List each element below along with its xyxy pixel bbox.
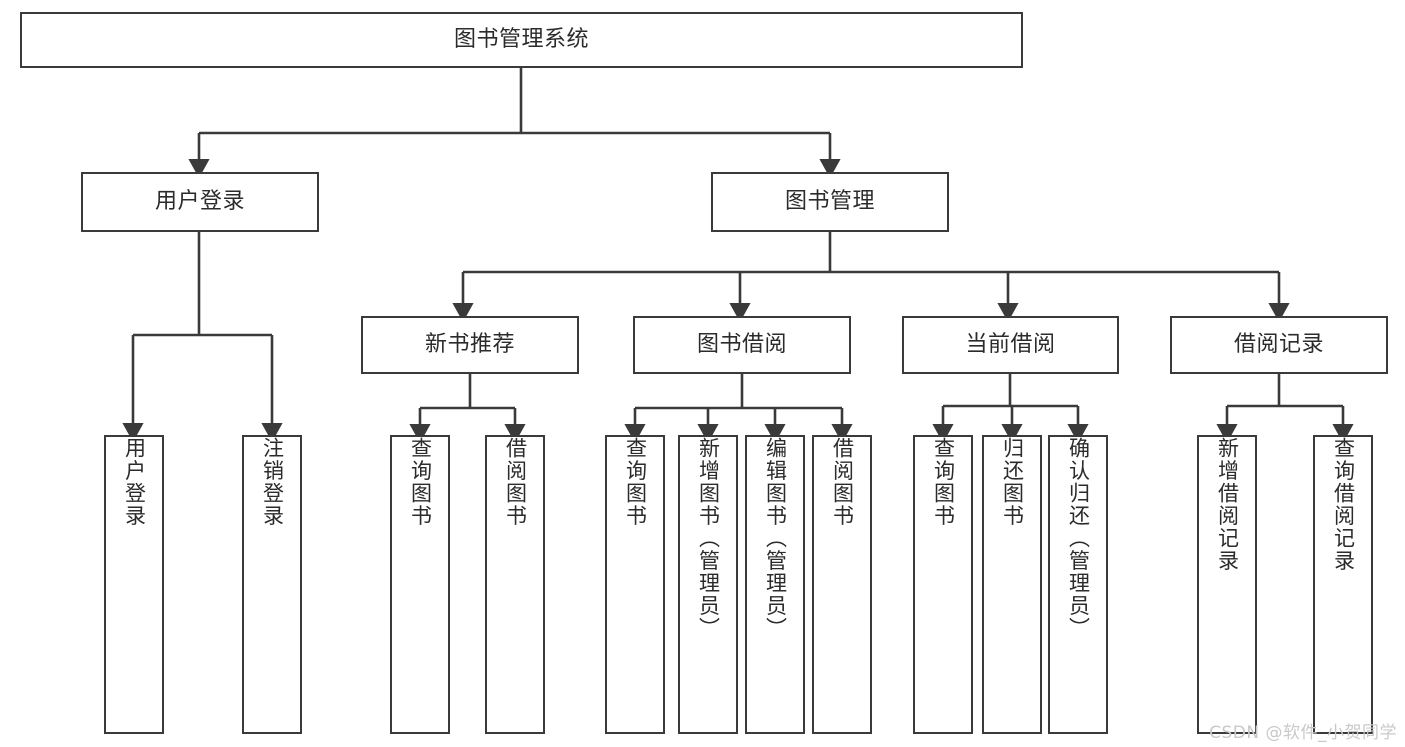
node-user-login-label: 用户登录	[154, 188, 245, 214]
node-leaf-query-book-rec-label: 查询图书	[408, 437, 433, 527]
node-leaf-borrow-book[interactable]: 借阅图书	[812, 435, 872, 734]
node-current-borrow[interactable]: 当前借阅	[902, 316, 1119, 374]
node-leaf-confirm-return-admin[interactable]: 确认归还（管理员）	[1048, 435, 1108, 734]
node-leaf-edit-book-admin-label: 编辑图书（管理员）	[763, 437, 788, 640]
node-book-borrow-label: 图书借阅	[696, 331, 787, 357]
node-leaf-add-borrow-record[interactable]: 新增借阅记录	[1197, 435, 1257, 734]
node-leaf-edit-book-admin[interactable]: 编辑图书（管理员）	[745, 435, 805, 734]
node-borrow-record-label: 借阅记录	[1233, 331, 1324, 357]
node-current-borrow-label: 当前借阅	[965, 331, 1056, 357]
node-leaf-user-logout-label: 注销登录	[260, 437, 285, 527]
node-leaf-query-book-rec[interactable]: 查询图书	[390, 435, 450, 734]
node-borrow-record[interactable]: 借阅记录	[1170, 316, 1388, 374]
node-leaf-query-borrow-record[interactable]: 查询借阅记录	[1313, 435, 1373, 734]
watermark-text: CSDN @软件_小贺同学	[1209, 723, 1397, 743]
node-book-manage-label: 图书管理	[784, 188, 875, 214]
node-leaf-borrow-book-label: 借阅图书	[830, 437, 855, 527]
node-leaf-user-logout[interactable]: 注销登录	[242, 435, 302, 734]
node-book-borrow[interactable]: 图书借阅	[633, 316, 851, 374]
node-root[interactable]: 图书管理系统	[20, 12, 1023, 68]
node-leaf-query-book-borrow[interactable]: 查询图书	[605, 435, 665, 734]
node-leaf-query-book-cur-label: 查询图书	[931, 437, 956, 527]
node-leaf-add-borrow-record-label: 新增借阅记录	[1215, 437, 1240, 572]
node-leaf-query-book-borrow-label: 查询图书	[623, 437, 648, 527]
node-leaf-borrow-book-rec-label: 借阅图书	[503, 437, 528, 527]
node-leaf-return-book[interactable]: 归还图书	[982, 435, 1042, 734]
node-leaf-borrow-book-rec[interactable]: 借阅图书	[485, 435, 545, 734]
node-leaf-user-login-label: 用户登录	[122, 437, 147, 527]
node-leaf-query-borrow-record-label: 查询借阅记录	[1331, 437, 1356, 572]
node-leaf-return-book-label: 归还图书	[1000, 437, 1025, 527]
node-leaf-add-book-admin[interactable]: 新增图书（管理员）	[678, 435, 738, 734]
node-book-manage[interactable]: 图书管理	[711, 172, 949, 232]
node-root-label: 图书管理系统	[453, 26, 589, 52]
node-user-login[interactable]: 用户登录	[81, 172, 319, 232]
node-leaf-confirm-return-admin-label: 确认归还（管理员）	[1066, 437, 1091, 640]
node-new-book-recommend[interactable]: 新书推荐	[361, 316, 579, 374]
node-leaf-query-book-cur[interactable]: 查询图书	[913, 435, 973, 734]
node-leaf-add-book-admin-label: 新增图书（管理员）	[696, 437, 721, 640]
node-new-book-recommend-label: 新书推荐	[424, 331, 515, 357]
node-leaf-user-login[interactable]: 用户登录	[104, 435, 164, 734]
